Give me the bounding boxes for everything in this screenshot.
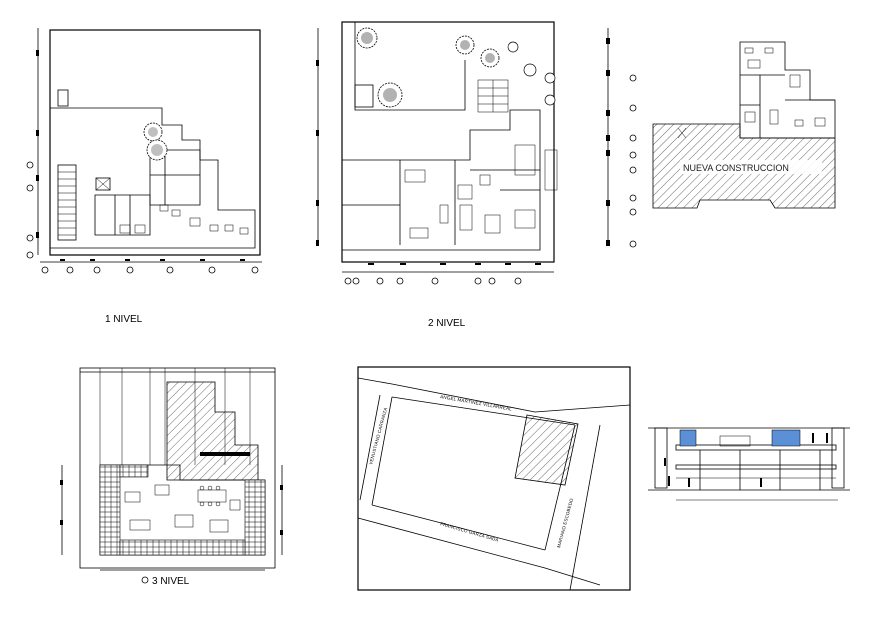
street-label-bottom: FRANCISCO GARZA SADA — [440, 521, 500, 542]
plan-new-construction: NUEVA CONSTRUCCION — [606, 28, 836, 248]
furniture-3 — [744, 47, 826, 127]
upper-partitions — [740, 74, 835, 138]
street-label-top: ANGEL MARTINEZ VILLARREAL — [440, 394, 513, 412]
street-right-outer — [569, 424, 601, 591]
building-section — [648, 427, 850, 501]
street-bottom-lower — [357, 517, 601, 586]
people-figures — [664, 433, 828, 487]
dimension-marks — [26, 50, 262, 274]
stone-wall-right — [244, 479, 266, 556]
level-3-marker — [141, 576, 149, 584]
stone-wall-top — [119, 464, 149, 478]
stair-steps — [58, 171, 76, 236]
hatched-volume — [166, 381, 259, 481]
furniture-2 — [404, 79, 558, 239]
street-left-inner — [371, 396, 393, 506]
stair-2 — [354, 84, 374, 108]
label-level-1: 1 NIVEL — [105, 314, 143, 325]
glass-panel-right — [771, 429, 801, 447]
partitions-2 — [342, 160, 540, 245]
label-new-construction: NUEVA CONSTRUCCION — [683, 163, 789, 173]
project-site — [514, 414, 579, 486]
stair — [57, 164, 77, 241]
street-label-right: MARIANO ESCOBEDO — [556, 497, 574, 548]
site-location-map: ANGEL MARTINEZ VILLARREAL VENUSTIANO CAR… — [357, 366, 631, 591]
trees-2 — [356, 27, 556, 108]
building-outline-2 — [342, 109, 541, 251]
label-level-3: 3 NIVEL — [152, 576, 190, 587]
label-bg — [680, 160, 822, 174]
beam — [200, 452, 250, 456]
entry-box — [57, 89, 69, 107]
open-area — [354, 22, 466, 111]
plan-level-1: 1 NIVEL — [26, 28, 262, 325]
stone-wall-left — [99, 464, 121, 556]
plan-level-2: 2 NIVEL — [316, 21, 558, 329]
column-box — [95, 177, 111, 191]
slab-lower — [675, 464, 837, 470]
trees — [143, 122, 168, 161]
service-rooms — [149, 149, 201, 206]
dimension-marks-2 — [316, 60, 554, 285]
street-left-outer — [359, 394, 381, 501]
grid-frame — [79, 367, 276, 569]
right-column — [831, 427, 845, 489]
plan-level-3: 3 NIVEL — [60, 367, 283, 587]
dimension-marks-3 — [606, 38, 637, 248]
upper-building — [739, 41, 836, 139]
site-boundary-2 — [341, 21, 555, 263]
furniture — [119, 204, 249, 235]
street-top-upper — [357, 377, 631, 413]
section-columns — [676, 450, 836, 490]
glass-panel-left — [679, 429, 697, 447]
rooms — [94, 194, 151, 236]
left-column — [654, 427, 668, 489]
street-label-left: VENUSTIANO CARRANZA — [368, 407, 388, 465]
site-boundary — [49, 29, 261, 256]
furniture-4 — [124, 484, 241, 533]
label-level-2: 2 NIVEL — [428, 318, 466, 329]
map-frame — [357, 366, 631, 591]
window-mid — [719, 435, 751, 447]
street-bottom-upper — [371, 504, 546, 551]
slab-upper — [675, 444, 837, 451]
stone-wall-bottom — [119, 539, 246, 556]
dimension-marks-4 — [60, 465, 283, 571]
